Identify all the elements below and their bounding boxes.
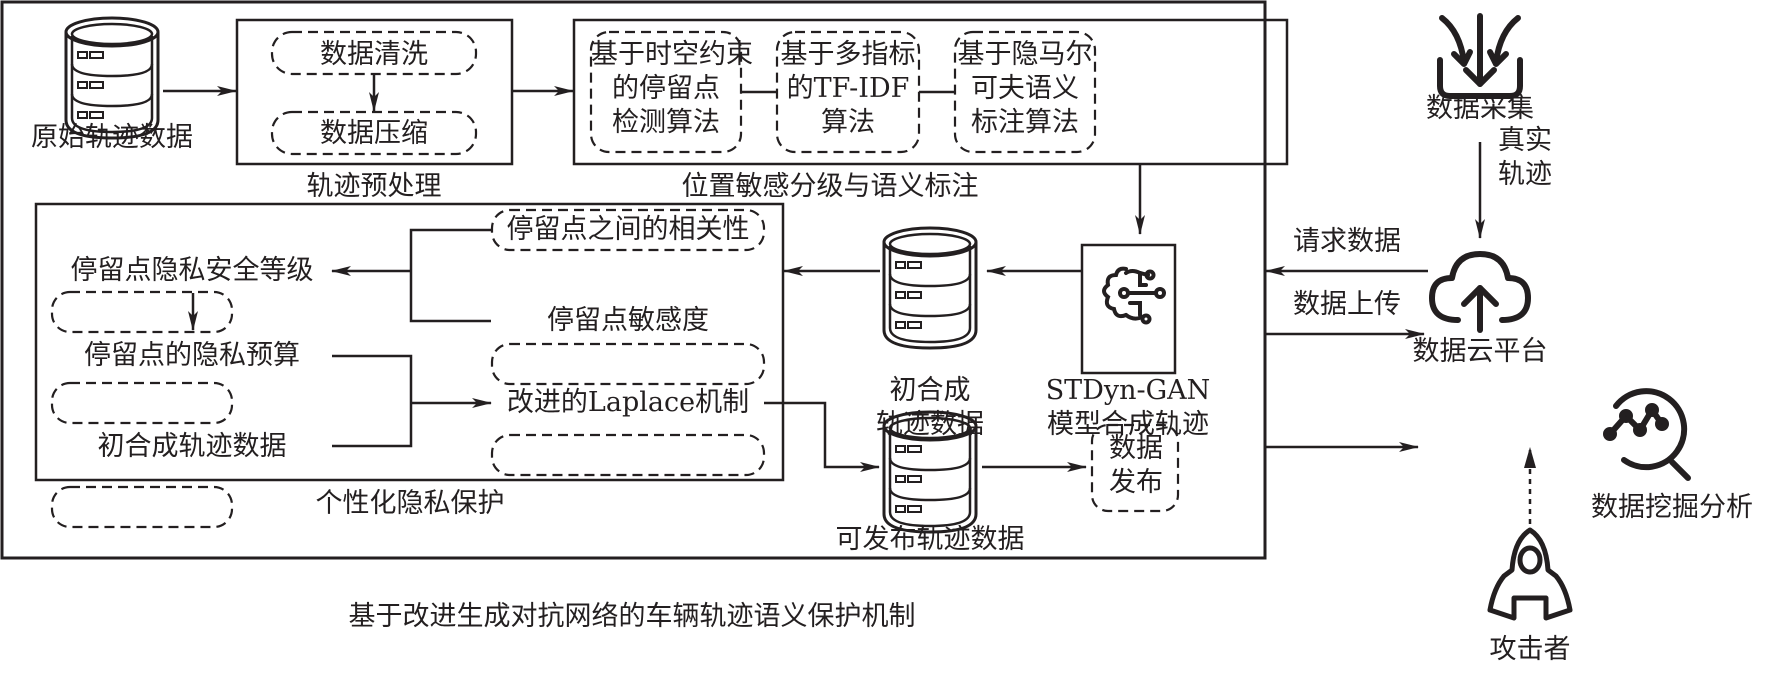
node-sensitivity[interactable]: 停留点敏感度 (547, 305, 709, 336)
initial-synthetic-line-2: 轨迹数据 (876, 409, 984, 440)
semantic-box (572, 18, 1289, 166)
arrow-laplace-to-publishable (764, 401, 880, 472)
algo-1-text[interactable]: 基于时空约束 的停留点 检测算法 (591, 38, 753, 140)
node-initial-data[interactable]: 初合成轨迹数据 (97, 431, 287, 462)
algo-3-line-3: 标注算法 (971, 107, 1079, 138)
algo-3-text[interactable]: 基于隐马尔 可夫语义 标注算法 (955, 38, 1095, 140)
real-trajectory-label: 真实 轨迹 (1498, 124, 1552, 192)
collection-label: 数据采集 (1426, 93, 1534, 124)
initial-synthetic-line-1: 初合成 (889, 375, 971, 406)
algo-1-line-2: 的停留点 (612, 73, 720, 104)
semantic-label: 位置敏感分级与语义标注 (681, 171, 979, 202)
node-correlation[interactable]: 停留点之间的相关性 (506, 214, 750, 245)
algo-2-text[interactable]: 基于多指标 的TF-IDF 算法 (777, 38, 919, 140)
node-initial-data-box (50, 485, 234, 529)
publish-line-1: 数据 (1109, 433, 1163, 464)
node-budget[interactable]: 停留点的隐私预算 (84, 340, 300, 371)
node-laplace[interactable]: 改进的Laplace机制 (506, 387, 750, 418)
search-chart-icon (1603, 388, 1691, 481)
raw-data-label: 原始轨迹数据 (31, 122, 193, 153)
real-traj-line-2: 轨迹 (1498, 159, 1552, 190)
node-correlation-box (490, 208, 766, 252)
algo-2-line-3: 算法 (821, 107, 875, 138)
publish-label[interactable]: 数据 发布 (1109, 432, 1163, 500)
publishable-label: 可发布轨迹数据 (835, 524, 1025, 555)
publish-box (1090, 423, 1180, 513)
attacker-label: 攻击者 (1489, 634, 1571, 665)
diagram-title: 基于改进生成对抗网络的车辆轨迹语义保护机制 (348, 601, 916, 632)
algo-2-line-2: 的TF-IDF (786, 73, 910, 104)
initial-synthetic-label: 初合成 轨迹数据 (876, 374, 984, 442)
node-budget-box (50, 381, 234, 425)
algo-1-line-3: 检测算法 (612, 107, 720, 138)
node-laplace-box (490, 433, 766, 477)
attacker-arrowhead (1524, 447, 1536, 468)
publish-line-2: 发布 (1109, 467, 1163, 498)
gan-label-line-1: STDyn-GAN (1045, 375, 1211, 406)
algo-3-line-1: 基于隐马尔 (957, 39, 1093, 70)
ai-brain-icon (1102, 266, 1166, 325)
connector-budget-initial (332, 354, 413, 448)
algo-3-line-2: 可夫语义 (971, 73, 1079, 104)
real-traj-line-1: 真实 (1498, 125, 1552, 156)
gan-label: STDyn-GAN 模型合成轨迹 (1046, 374, 1211, 442)
raw-data-database-icon (64, 16, 160, 140)
gan-label-line-2: 模型合成轨迹 (1047, 409, 1209, 440)
node-sensitivity-box (490, 342, 766, 386)
privacy-box (34, 202, 785, 482)
node-security-level[interactable]: 停留点隐私安全等级 (70, 255, 314, 286)
system-boundary (0, 0, 1267, 560)
gan-box (1080, 243, 1177, 375)
preprocess-label: 轨迹预处理 (306, 171, 442, 202)
node-security-box (50, 290, 234, 334)
step-clean-label[interactable]: 数据清洗 (320, 39, 428, 70)
hacker-icon (1487, 527, 1573, 621)
request-data-label: 请求数据 (1293, 226, 1401, 257)
initial-synthetic-database-icon (882, 226, 978, 350)
algo-1-line-1: 基于时空约束 (591, 39, 753, 70)
step-compress-label[interactable]: 数据压缩 (320, 118, 428, 149)
step-compress-box (270, 110, 478, 156)
cloud-label: 数据云平台 (1412, 336, 1548, 367)
connector-correlation-sensitivity (409, 228, 491, 323)
privacy-label: 个性化隐私保护 (315, 488, 505, 519)
download-tray-icon (1437, 13, 1523, 99)
mining-label: 数据挖掘分析 (1591, 492, 1753, 523)
algo-2-line-1: 基于多指标 (780, 39, 916, 70)
upload-data-label: 数据上传 (1293, 289, 1401, 320)
cloud-upload-icon (1429, 251, 1531, 333)
